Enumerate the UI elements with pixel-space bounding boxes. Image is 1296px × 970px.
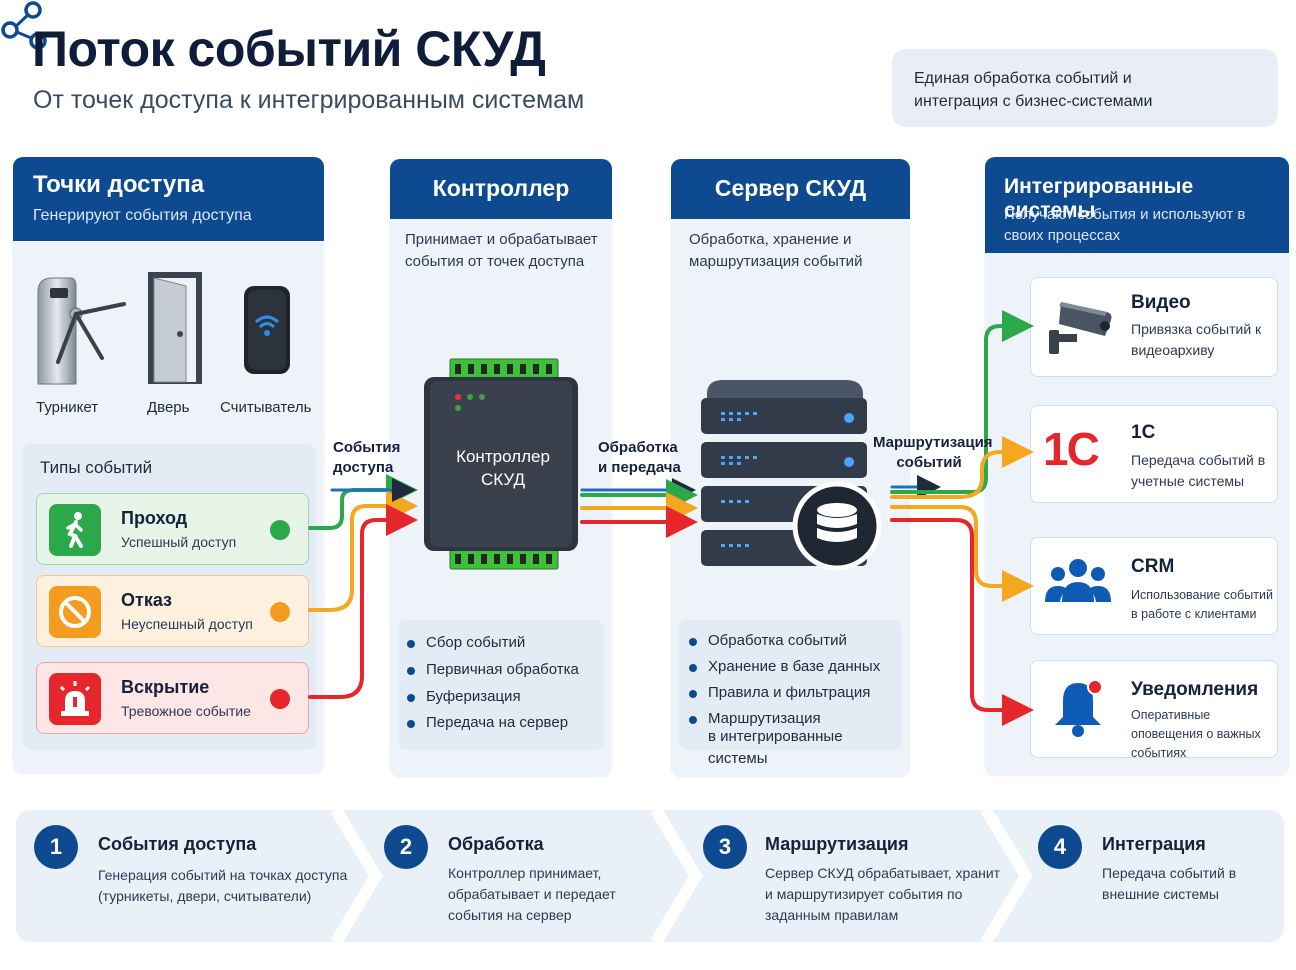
card-reader-icon [244, 286, 290, 374]
event-breach-name: Вскрытие [121, 677, 210, 697]
step-4-number: 4 [1038, 825, 1082, 869]
step-3-number: 3 [703, 825, 747, 869]
page-title: Поток событий СКУД [32, 21, 546, 77]
event-deny: Отказ Неуспешный доступ [36, 575, 309, 647]
controller-title: Контроллер [432, 175, 570, 201]
step-2-desc: Контроллер принимает, обрабатывает и пер… [448, 865, 616, 923]
flow-label-routing: Маршрутизация событий [873, 434, 993, 471]
server-bullet-continuation: в интегрированные системы [708, 728, 843, 767]
server-desc: Обработка, хранение и маршрутизация собы… [689, 231, 863, 270]
step-chevrons [330, 810, 1034, 942]
step-3-title: Маршрутизация [765, 834, 909, 854]
server-bullet: Правила и фильтрация [688, 684, 871, 701]
walking-person-icon [49, 504, 101, 556]
integration-notifications-name: Уведомления [1131, 679, 1259, 700]
server-title: Сервер СКУД [714, 175, 867, 201]
turnstile-icon [37, 277, 126, 385]
integration-crm-name: CRM [1131, 556, 1175, 577]
event-deny-name: Отказ [121, 590, 173, 610]
controller-bullet: Сбор событий [406, 634, 526, 651]
share-icon [1, 1, 47, 50]
event-types-title: Типы событий [40, 458, 153, 477]
step-1-title: События доступа [98, 834, 257, 854]
event-pass-name: Проход [121, 508, 188, 528]
alarm-siren-icon [49, 673, 101, 725]
1c-logo: 1С [1043, 423, 1100, 475]
step-1-number: 1 [34, 825, 78, 869]
server-rack-icon [701, 380, 882, 571]
server-bullet: Обработка событий [689, 632, 847, 649]
step-4-title: Интеграция [1102, 834, 1206, 854]
event-deny-desc: Неуспешный доступ [121, 616, 253, 632]
device-label-reader: Считыватель [220, 399, 312, 416]
integration-1c-name: 1С [1131, 422, 1156, 443]
controller-bullet: Первичная обработка [407, 661, 579, 678]
info-box-text: Единая обработка событий и интеграция с … [914, 70, 1153, 110]
controller-desc: Принимает и обрабатывает события от точе… [405, 231, 598, 270]
device-label-door: Дверь [147, 399, 190, 416]
step-1-desc: Генерация событий на точках доступа (тур… [98, 867, 348, 904]
integration-video-name: Видео [1131, 292, 1191, 313]
integrations-subtitle: Получают события и используют в своих пр… [1004, 206, 1246, 244]
status-dot-orange [270, 602, 290, 622]
door-icon [148, 272, 202, 384]
event-pass: Проход Успешный доступ [36, 493, 309, 565]
status-dot-green [270, 520, 290, 540]
integration-1c: 1С 1С Передача событий в учетные системы [1030, 405, 1278, 503]
server-bullet: Хранение в базе данных [688, 658, 881, 675]
event-pass-desc: Успешный доступ [121, 534, 237, 550]
status-dot-red [270, 689, 290, 709]
integration-crm-desc: Использование событий в работе с клиента… [1131, 588, 1273, 621]
integrations-title: Интегрированные системы [1004, 175, 1194, 222]
flow-label-events: События доступа [333, 439, 401, 476]
step-2-number: 2 [384, 825, 428, 869]
integration-crm: CRM Использование событий в работе с кли… [1030, 537, 1278, 635]
integration-1c-desc: Передача событий в учетные системы [1131, 452, 1266, 489]
integration-video: Видео Привязка событий к видеоархиву [1030, 277, 1278, 377]
users-group-icon [1045, 559, 1111, 602]
access-points-title: Точки доступа [33, 171, 205, 198]
page-subtitle: От точек доступа к интегрированным систе… [33, 86, 585, 114]
bell-icon [1055, 679, 1103, 737]
event-breach-desc: Тревожное событие [121, 703, 251, 719]
info-box: Единая обработка событий и интеграция с … [892, 49, 1278, 127]
step-4-desc: Передача событий в внешние системы [1102, 865, 1237, 902]
prohibited-icon [49, 586, 101, 638]
controller-bullet: Буферизация [407, 688, 521, 705]
controller-bullets: Сбор событий Первичная обработка Буфериз… [398, 620, 604, 750]
step-2-title: Обработка [448, 834, 544, 854]
integration-notifications-desc: Оперативные оповещения о важных событиях [1131, 708, 1261, 760]
controller-bullet: Передача на сервер [406, 714, 569, 731]
device-label-turnstile: Турникет [36, 399, 99, 416]
server-bullets: Обработка событий Хранение в базе данных… [679, 620, 902, 767]
controller-device-label: Контроллер СКУД [456, 447, 550, 489]
event-breach: Вскрытие Тревожное событие [36, 662, 309, 734]
access-points-subtitle: Генерируют события доступа [33, 207, 252, 224]
step-3-desc: Сервер СКУД обрабатывает, хранит и маршр… [765, 865, 1001, 923]
integration-video-desc: Привязка событий к видеоархиву [1131, 321, 1262, 358]
flow-label-processing: Обработка и передача [598, 439, 681, 476]
security-camera-icon [1049, 302, 1112, 354]
server-bullet: Маршрутизация [689, 710, 821, 727]
controller-device-icon [424, 358, 578, 570]
